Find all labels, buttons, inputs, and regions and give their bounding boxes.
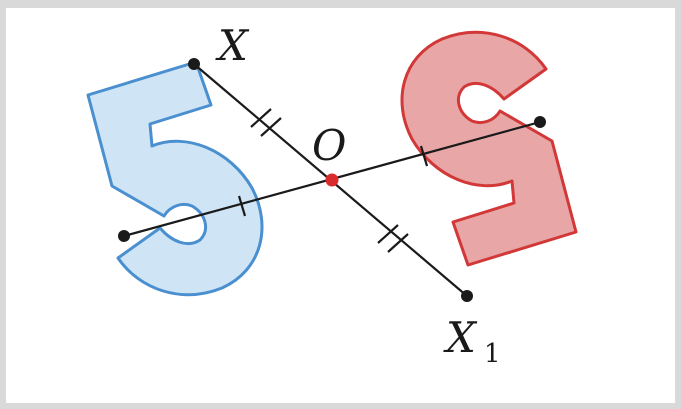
blue-digit-five [86,60,264,297]
double-tick-x-o [250,108,282,137]
blue-five-shape [86,60,264,297]
single-tick-right [419,145,429,167]
label-x1-subscript: 1 [484,339,501,369]
red-five-shape [400,30,578,267]
point-a1 [534,116,546,128]
label-x: X [215,21,250,70]
red-digit-five [400,30,578,267]
label-x1: X [443,313,478,362]
point-x1 [461,290,473,302]
center-point-o [325,173,339,187]
point-a [118,230,130,242]
double-tick-o-x1 [377,224,409,253]
single-tick-left [237,195,247,217]
point-x [188,58,200,70]
figure-background [6,8,675,403]
label-o: O [312,121,346,170]
